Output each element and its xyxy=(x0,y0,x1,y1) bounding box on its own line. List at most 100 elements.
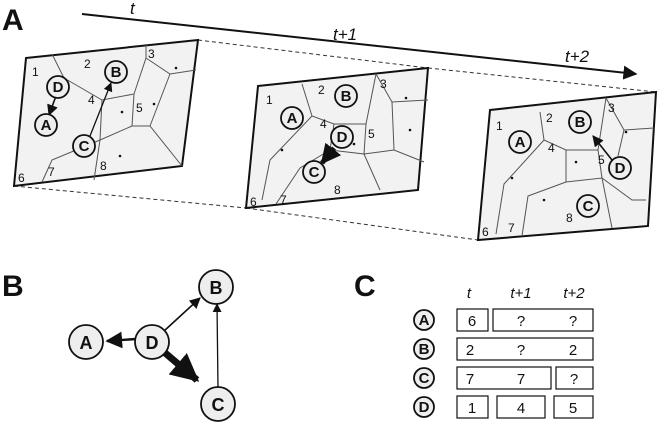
assignment-table: t t+1 t+2 A 6 ? ? B 2 ? 2 C 7 xyxy=(413,285,594,419)
svg-text:C: C xyxy=(212,395,225,415)
move-arrow-d-to-c xyxy=(320,142,342,165)
graph-node-d: D xyxy=(134,324,170,360)
row-label-d: D xyxy=(419,399,430,416)
row-label-a: A xyxy=(419,312,430,329)
table-header-t2: t+2 xyxy=(563,285,585,302)
cell-number-3: 3 xyxy=(148,47,155,61)
svg-text:D: D xyxy=(615,160,626,177)
agent-node-b: B xyxy=(334,84,358,108)
cell-number-5: 5 xyxy=(598,153,605,167)
cell-number-6: 6 xyxy=(482,225,489,239)
move-arrow-d-to-b xyxy=(592,135,613,161)
agent-node-d: D xyxy=(330,125,354,149)
graph-b: A D B C xyxy=(68,269,236,422)
cell-dots-t2 xyxy=(510,130,628,202)
timeline-arrow xyxy=(81,13,638,80)
table-cell: 2 xyxy=(569,342,577,359)
cell-number-2: 2 xyxy=(546,111,553,125)
arena-frame-t2 xyxy=(476,90,658,242)
cell-number-5: 5 xyxy=(136,101,143,115)
table-header-t1: t+1 xyxy=(510,285,531,302)
svg-text:A: A xyxy=(515,134,526,151)
table-row-d: D 1 4 5 xyxy=(413,395,594,419)
agent-node-d: D xyxy=(46,75,70,99)
time-label-t1: t+1 xyxy=(333,25,357,44)
frame-t: 1 2 3 4 5 6 7 8 D A B C xyxy=(12,38,200,188)
svg-text:D: D xyxy=(53,79,64,96)
table-cell: 4 xyxy=(517,400,525,417)
edge-d-c xyxy=(161,349,200,383)
cell-dots-t1 xyxy=(280,96,412,152)
cell-number-1: 1 xyxy=(266,93,273,107)
voronoi-lines-t2 xyxy=(495,97,655,237)
graph-node-c: C xyxy=(200,386,236,422)
table-cell: 5 xyxy=(569,400,577,417)
move-arrow-d-to-a xyxy=(47,95,58,117)
cell-number-7: 7 xyxy=(280,193,287,207)
table-cell: ? xyxy=(517,342,525,359)
svg-text:D: D xyxy=(146,333,159,353)
svg-text:B: B xyxy=(575,114,586,131)
svg-text:D: D xyxy=(337,129,348,146)
edge-d-a xyxy=(105,331,137,349)
table-cell: ? xyxy=(517,313,525,330)
cell-number-8: 8 xyxy=(566,211,573,225)
svg-text:C: C xyxy=(79,138,90,155)
svg-text:B: B xyxy=(210,278,223,298)
cell-number-7: 7 xyxy=(508,221,515,235)
edge-c-b xyxy=(212,303,222,389)
panel-label-c: C xyxy=(354,270,376,303)
agent-node-b: B xyxy=(104,60,128,84)
svg-text:A: A xyxy=(287,110,298,127)
voronoi-lines-t xyxy=(41,44,197,183)
move-arrow-c-to-b xyxy=(89,82,113,137)
panel-label-b: B xyxy=(2,270,24,303)
svg-text:C: C xyxy=(309,164,320,181)
table-row-a: A 6 ? ? xyxy=(413,308,594,332)
frame-t1: 1 2 3 4 5 6 7 8 A B D C xyxy=(244,66,430,210)
table-row-b: B 2 ? 2 xyxy=(413,337,594,361)
agent-node-a: A xyxy=(508,130,532,154)
agent-node-a: A xyxy=(34,113,58,137)
row-label-b: B xyxy=(419,341,430,358)
cell-number-8: 8 xyxy=(334,183,341,197)
table-cell: 6 xyxy=(468,313,476,330)
table-cell: 7 xyxy=(466,371,474,388)
svg-text:C: C xyxy=(583,198,594,215)
agent-node-d: D xyxy=(608,156,632,180)
table-cell: 7 xyxy=(517,371,525,388)
agent-node-c: C xyxy=(302,160,326,184)
cell-number-4: 4 xyxy=(548,141,555,155)
svg-text:A: A xyxy=(80,333,93,353)
cell-number-2: 2 xyxy=(84,57,91,71)
svg-text:B: B xyxy=(111,64,122,81)
table-cell: ? xyxy=(570,371,578,388)
cell-number-6: 6 xyxy=(18,171,25,185)
table-row-c: C 7 7 ? xyxy=(413,366,594,390)
table-cell: 2 xyxy=(466,342,474,359)
frame-connectors xyxy=(13,39,657,241)
frame-t2: 1 2 3 4 5 6 7 8 A B D C xyxy=(476,90,658,242)
row-label-c: C xyxy=(419,370,430,387)
graph-node-a: A xyxy=(68,324,104,360)
agent-node-c: C xyxy=(576,194,600,218)
table-cell: 1 xyxy=(468,400,476,417)
cell-dots-t xyxy=(118,66,178,158)
time-label-t2: t+2 xyxy=(565,47,590,66)
agent-node-a: A xyxy=(280,106,304,130)
cell-number-6: 6 xyxy=(250,195,257,209)
cell-number-4: 4 xyxy=(88,93,95,107)
table-cell: ? xyxy=(569,313,577,330)
cell-number-3: 3 xyxy=(380,77,387,91)
cell-number-5: 5 xyxy=(368,127,375,141)
cell-number-3: 3 xyxy=(608,101,615,115)
cell-number-8: 8 xyxy=(100,159,107,173)
cell-number-4: 4 xyxy=(320,117,327,131)
cell-number-1: 1 xyxy=(32,65,39,79)
svg-text:A: A xyxy=(41,117,52,134)
agent-node-c: C xyxy=(72,134,96,158)
cell-number-2: 2 xyxy=(318,83,325,97)
time-label-t: t xyxy=(130,0,136,18)
edge-d-b xyxy=(163,297,201,332)
